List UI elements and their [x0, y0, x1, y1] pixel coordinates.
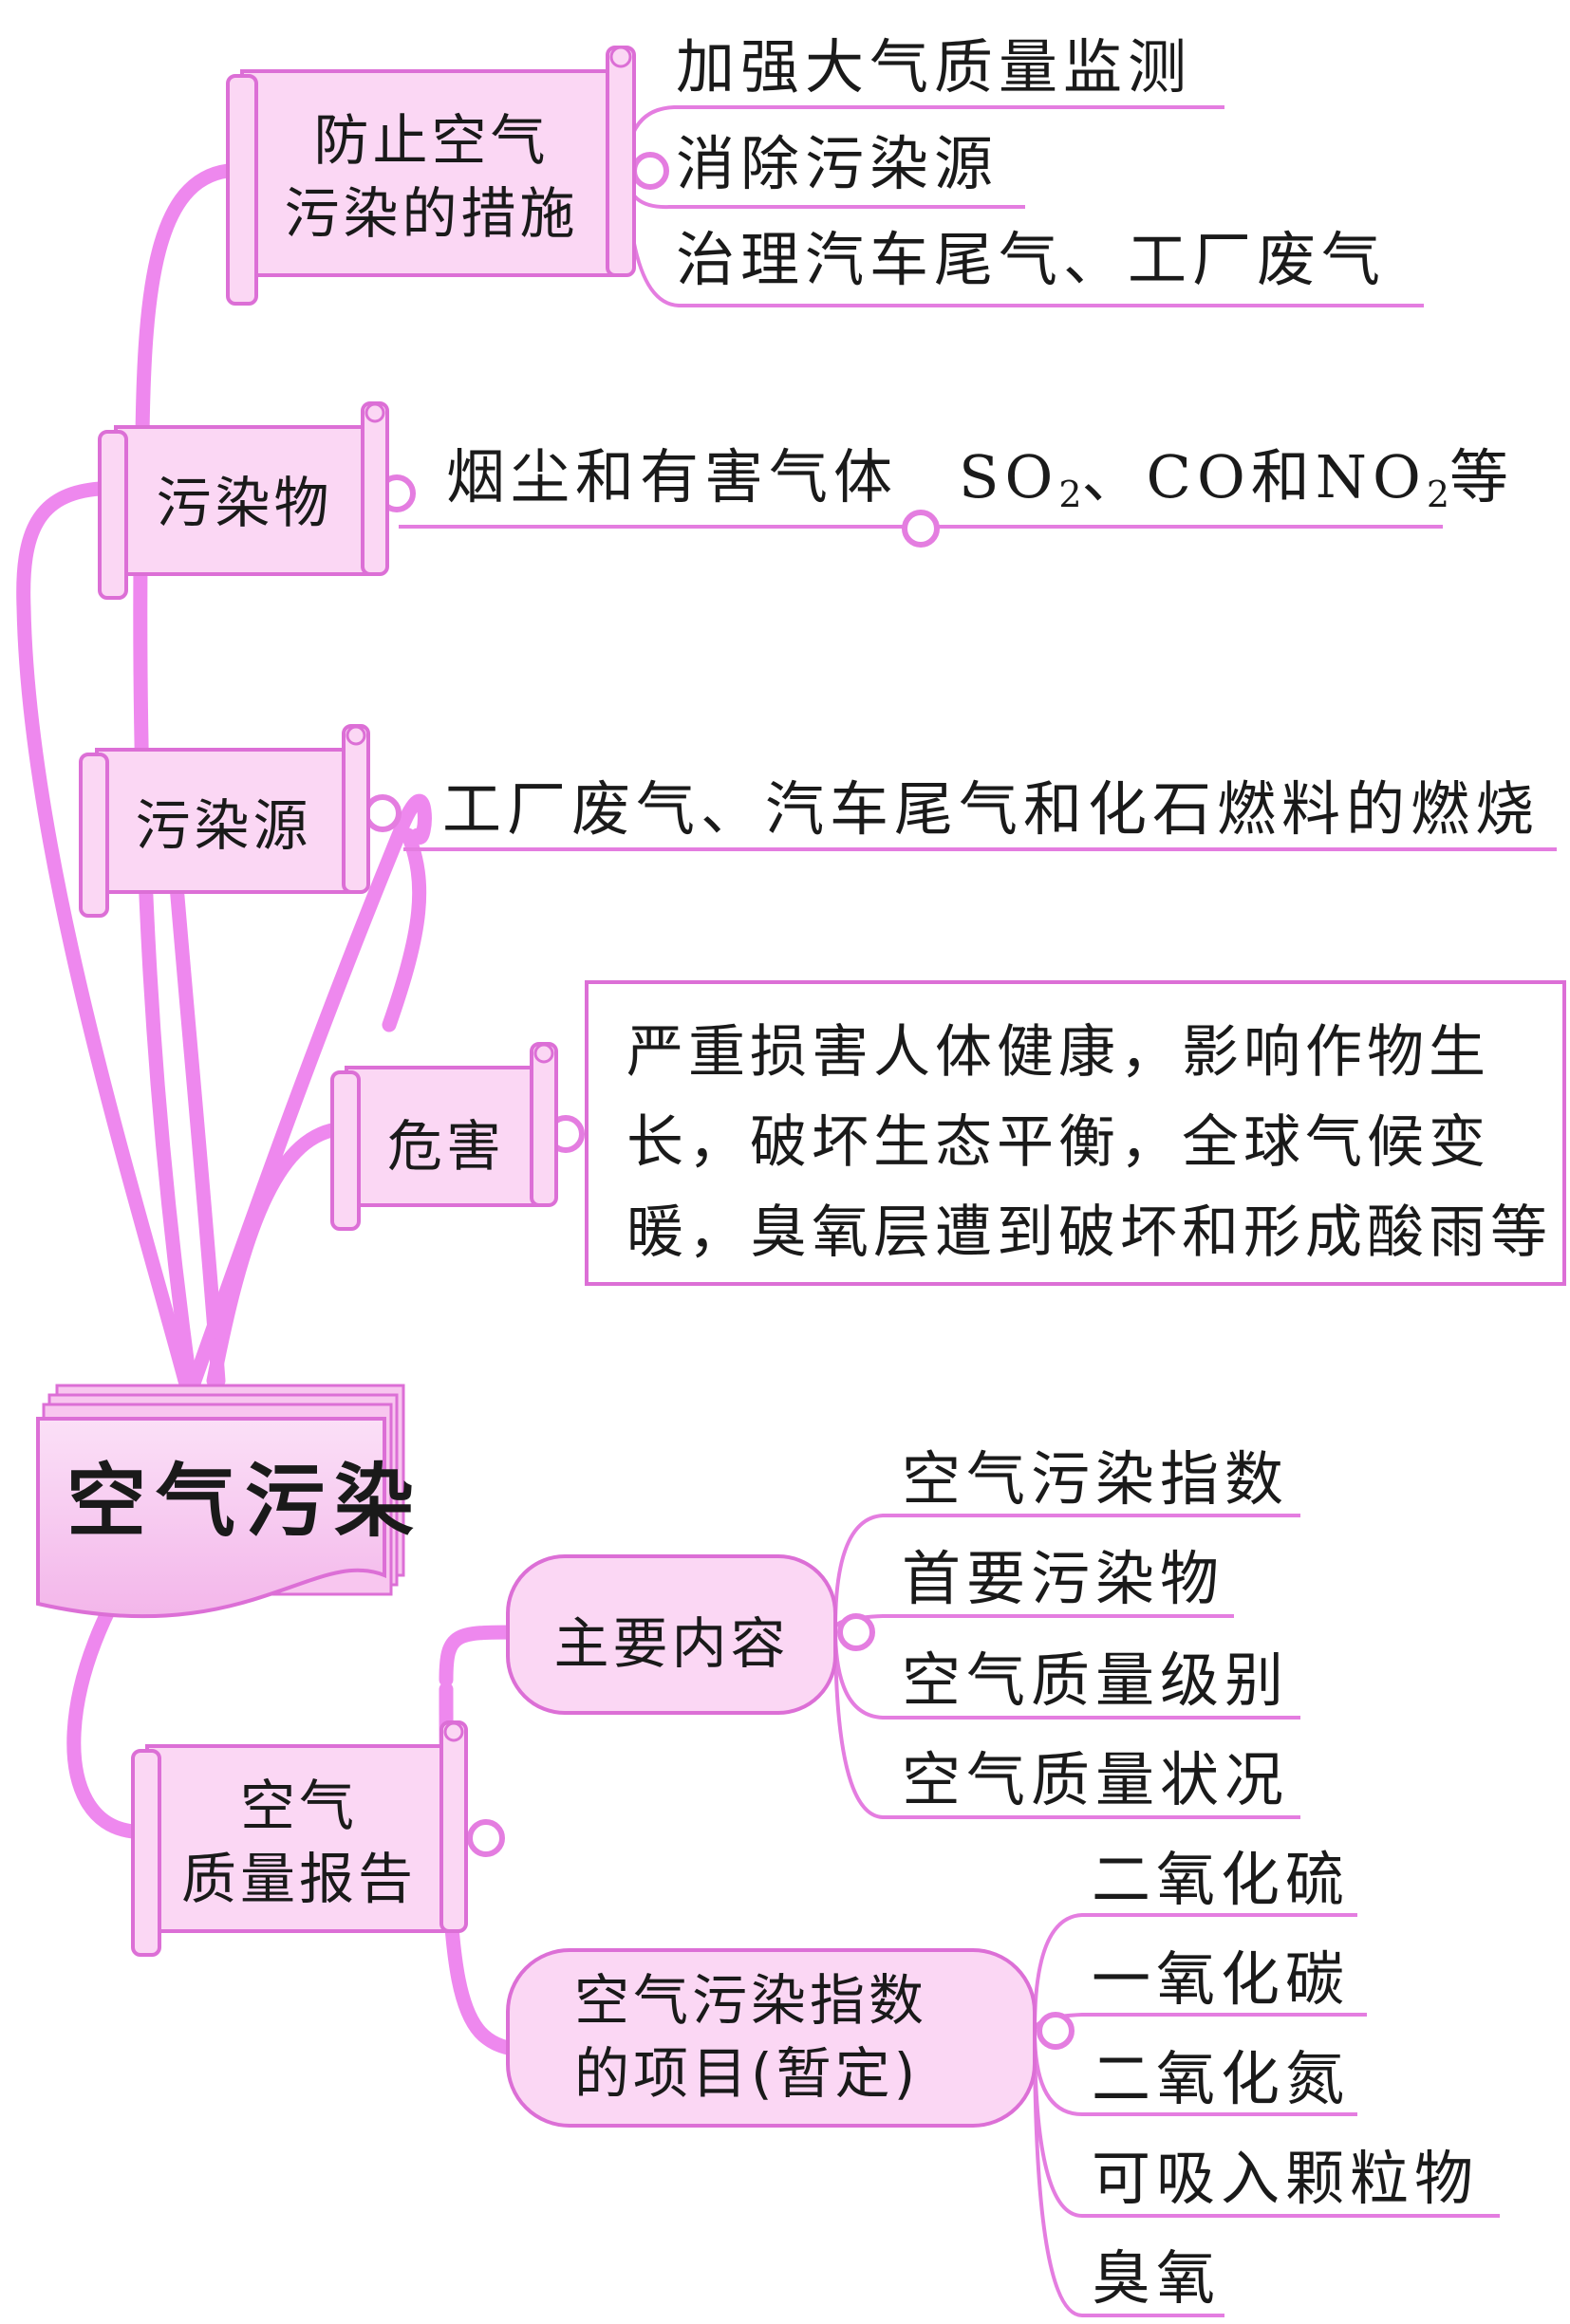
measures-item-2: 消除污染源 — [676, 129, 1000, 198]
index-items-title-line1: 空气污染指数 — [574, 1968, 928, 2033]
box-measures — [226, 46, 636, 306]
measures-item-1: 加强大气质量监测 — [676, 32, 1193, 102]
center-topic: 空气污染 — [66, 1455, 424, 1548]
index-item-2: 一氧化碳 — [1092, 1944, 1351, 2014]
pollutants-detail: SO2、CO和NO2等 — [959, 442, 1515, 515]
box-sources — [79, 724, 370, 918]
leaf-line-index-2 — [1033, 2013, 1367, 2032]
measures-title-line2: 污染的措施 — [284, 180, 579, 246]
connector-dots — [364, 152, 1075, 2050]
index-item-1: 二氧化硫 — [1092, 1845, 1351, 1914]
box-pollutants — [98, 401, 389, 600]
measures-title-line1: 防止空气 — [313, 108, 550, 173]
main-content-item-4: 空气质量状况 — [902, 1745, 1290, 1814]
pollutants-item: 烟尘和有害气体 — [446, 442, 899, 511]
harm-detail-frame — [585, 980, 1566, 1286]
index-item-3: 二氧化氮 — [1092, 2044, 1351, 2113]
sources-title: 污染源 — [135, 793, 312, 858]
main-content-item-3: 空气质量级别 — [902, 1645, 1290, 1715]
box-main-content — [506, 1554, 837, 1715]
connector-main-content — [439, 1625, 525, 1687]
harm-line-2: 长，破坏生态平衡，全球气候变 — [626, 1109, 1490, 1176]
report-title-line2: 质量报告 — [180, 1846, 417, 1911]
harm-line-3: 暖，臭氧层遭到破坏和形成酸雨等 — [626, 1199, 1552, 1266]
box-report — [131, 1720, 468, 1957]
leaf-line-main-4 — [833, 1627, 1300, 1819]
measures-item-3: 治理汽车尾气、工厂废气 — [676, 225, 1387, 294]
pollutants-title: 污染物 — [156, 471, 333, 535]
box-harm — [330, 1042, 558, 1231]
connector-harm — [206, 1122, 345, 1388]
index-items-title: 空气污染指数 的项目(暂定) — [527, 1964, 1006, 2110]
leaf-line-index-5 — [1033, 2030, 1224, 2317]
sources-item: 工厂废气、汽车尾气和化石燃料的燃烧 — [442, 774, 1541, 844]
center-book — [36, 1384, 405, 1619]
report-title: 空气 质量报告 — [157, 1770, 441, 1915]
index-items-title-line2: 的项目(暂定) — [574, 2040, 920, 2106]
harm-detail: 严重损害人体健康，影响作物生 长，破坏生态平衡，全球气候变 暖，臭氧层遭到破坏和… — [626, 1008, 1552, 1278]
main-content-item-1: 空气污染指数 — [902, 1444, 1290, 1514]
report-title-line1: 空气 — [239, 1774, 358, 1838]
leaf-line-main-2 — [833, 1614, 1234, 1629]
box-index-items — [506, 1948, 1037, 2128]
connector-pollutants — [16, 481, 193, 1388]
measures-title: 防止空气 污染的措施 — [249, 104, 614, 250]
index-item-4: 可吸入颗粒物 — [1092, 2144, 1480, 2213]
harm-line-1: 严重损害人体健康，影响作物生 — [626, 1019, 1490, 1086]
harm-title: 危害 — [386, 1114, 505, 1179]
connector-measures — [133, 163, 235, 1388]
main-content-title: 主要内容 — [553, 1611, 790, 1676]
main-content-item-2: 首要污染物 — [902, 1544, 1225, 1613]
connector-sources-loop — [382, 827, 427, 1032]
index-item-5: 臭氧 — [1092, 2243, 1222, 2313]
connector-lines — [16, 163, 525, 2057]
